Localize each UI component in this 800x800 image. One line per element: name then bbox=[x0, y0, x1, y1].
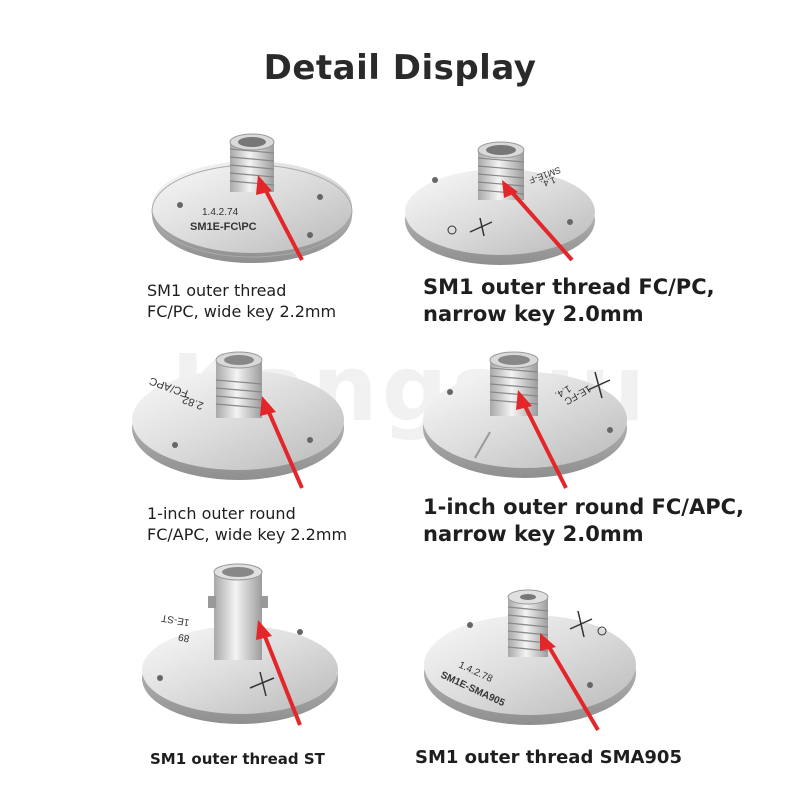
product-item-4: 1.4. 1E-FC bbox=[420, 350, 630, 490]
arrow-indicator bbox=[502, 180, 574, 262]
arrow-indicator bbox=[256, 175, 304, 261]
caption-line: narrow key 2.0mm bbox=[423, 302, 644, 327]
caption-line: 1-inch outer round FC/APC, bbox=[423, 495, 744, 519]
caption-line: SM1 outer thread ST bbox=[150, 750, 325, 768]
caption-item-3: 1-inch outer round FC/APC, wide key 2.2m… bbox=[147, 504, 347, 546]
caption-line: narrow key 2.0mm bbox=[423, 522, 644, 547]
caption-line: SM1 outer thread FC/PC, bbox=[423, 275, 715, 299]
product-item-5: 89 1E-ST bbox=[140, 560, 340, 730]
engraving-model: 1E-ST bbox=[161, 612, 191, 628]
caption-item-4: 1-inch outer round FC/APC, narrow key 2.… bbox=[423, 494, 744, 549]
arrow-indicator bbox=[260, 396, 304, 489]
arrow-indicator bbox=[256, 620, 302, 726]
page-title: Detail Display bbox=[263, 48, 537, 88]
product-item-3: 2.82 FC/APC bbox=[130, 350, 350, 490]
engraving-code: 89 bbox=[177, 631, 190, 644]
caption-line: FC/APC, wide key 2.2mm bbox=[147, 524, 348, 544]
caption-line: SM1 outer thread bbox=[147, 281, 287, 300]
adapter-3-image: 2.82 FC/APC bbox=[132, 351, 344, 480]
caption-item-1: SM1 outer thread FC/PC, wide key 2.2mm bbox=[147, 281, 336, 323]
product-item-1: 1.4.2.74 SM1E-FC\PC bbox=[140, 133, 370, 275]
caption-item-5: SM1 outer thread ST bbox=[150, 750, 325, 770]
engraving-code: 1.4. bbox=[540, 175, 558, 190]
adapter-1-image: 1.4.2.74 SM1E-FC\PC bbox=[151, 133, 353, 263]
adapter-4-image: 1.4. 1E-FC bbox=[423, 351, 627, 478]
engraving-model: SM1E-FC\PC bbox=[190, 221, 257, 233]
adapter-6-image: 1.4.2.78 SM1E-SMA905 bbox=[424, 589, 636, 725]
caption-item-6: SM1 outer thread SMA905 bbox=[415, 746, 682, 769]
arrow-indicator bbox=[540, 633, 600, 732]
caption-line: FC/PC, wide key 2.2mm bbox=[147, 301, 337, 321]
engraving-code: 1.4.2.74 bbox=[202, 207, 239, 218]
caption-item-2: SM1 outer thread FC/PC, narrow key 2.0mm bbox=[423, 274, 715, 329]
caption-line: 1-inch outer round bbox=[147, 504, 296, 523]
product-item-6: 1.4.2.78 SM1E-SMA905 bbox=[420, 585, 640, 735]
caption-line: SM1 outer thread SMA905 bbox=[415, 747, 682, 768]
arrow-indicator bbox=[516, 390, 568, 489]
product-item-2: 1.4. SM1E-F bbox=[400, 140, 600, 270]
